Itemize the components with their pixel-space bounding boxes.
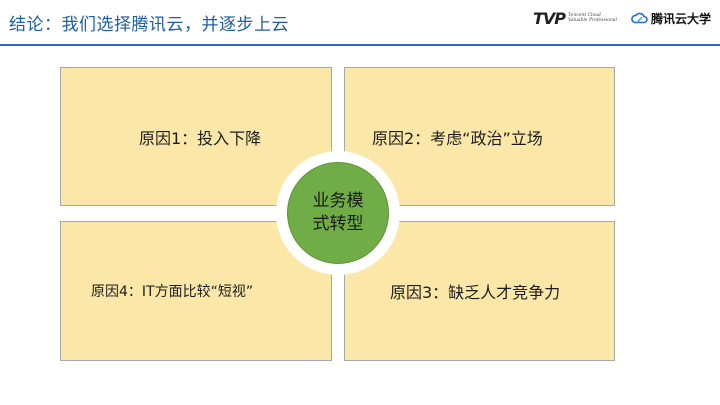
tvp-logo-subtitle: Tencent Cloud Valuable Professional	[568, 13, 617, 23]
tvp-logo-sub-line2: Valuable Professional	[568, 18, 617, 23]
tvp-logo-mark: TVP	[533, 8, 566, 28]
tvp-logo: TVP Tencent Cloud Valuable Professional	[533, 8, 617, 28]
quadrant-label: 原因3：缺乏人才竞争力	[390, 283, 561, 302]
tvp-logo-sub-line1: Tencent Cloud	[568, 13, 601, 18]
quadrant-label: 原因1：投入下降	[139, 128, 262, 148]
brand-logo-text: 腾讯云大学	[651, 11, 712, 26]
title-divider	[0, 44, 720, 46]
quadrant-reason-3: 原因3：缺乏人才竞争力	[344, 221, 615, 361]
tencent-cloud-icon	[631, 12, 648, 24]
center-label-line1: 业务模	[312, 191, 364, 211]
quadrant-label: 原因2：考虑“政治”立场	[372, 128, 543, 148]
quadrant-reason-2: 原因2：考虑“政治”立场	[344, 67, 615, 206]
tencent-cloud-logo: 腾讯云大学	[631, 9, 711, 27]
center-label-line2: 式转型	[312, 214, 364, 234]
center-circle: 业务模 式转型	[287, 162, 389, 264]
page-title: 结论：我们选择腾讯云，并逐步上云	[9, 15, 289, 35]
quadrant-label: 原因4：IT方面比较“短视”	[91, 284, 254, 300]
